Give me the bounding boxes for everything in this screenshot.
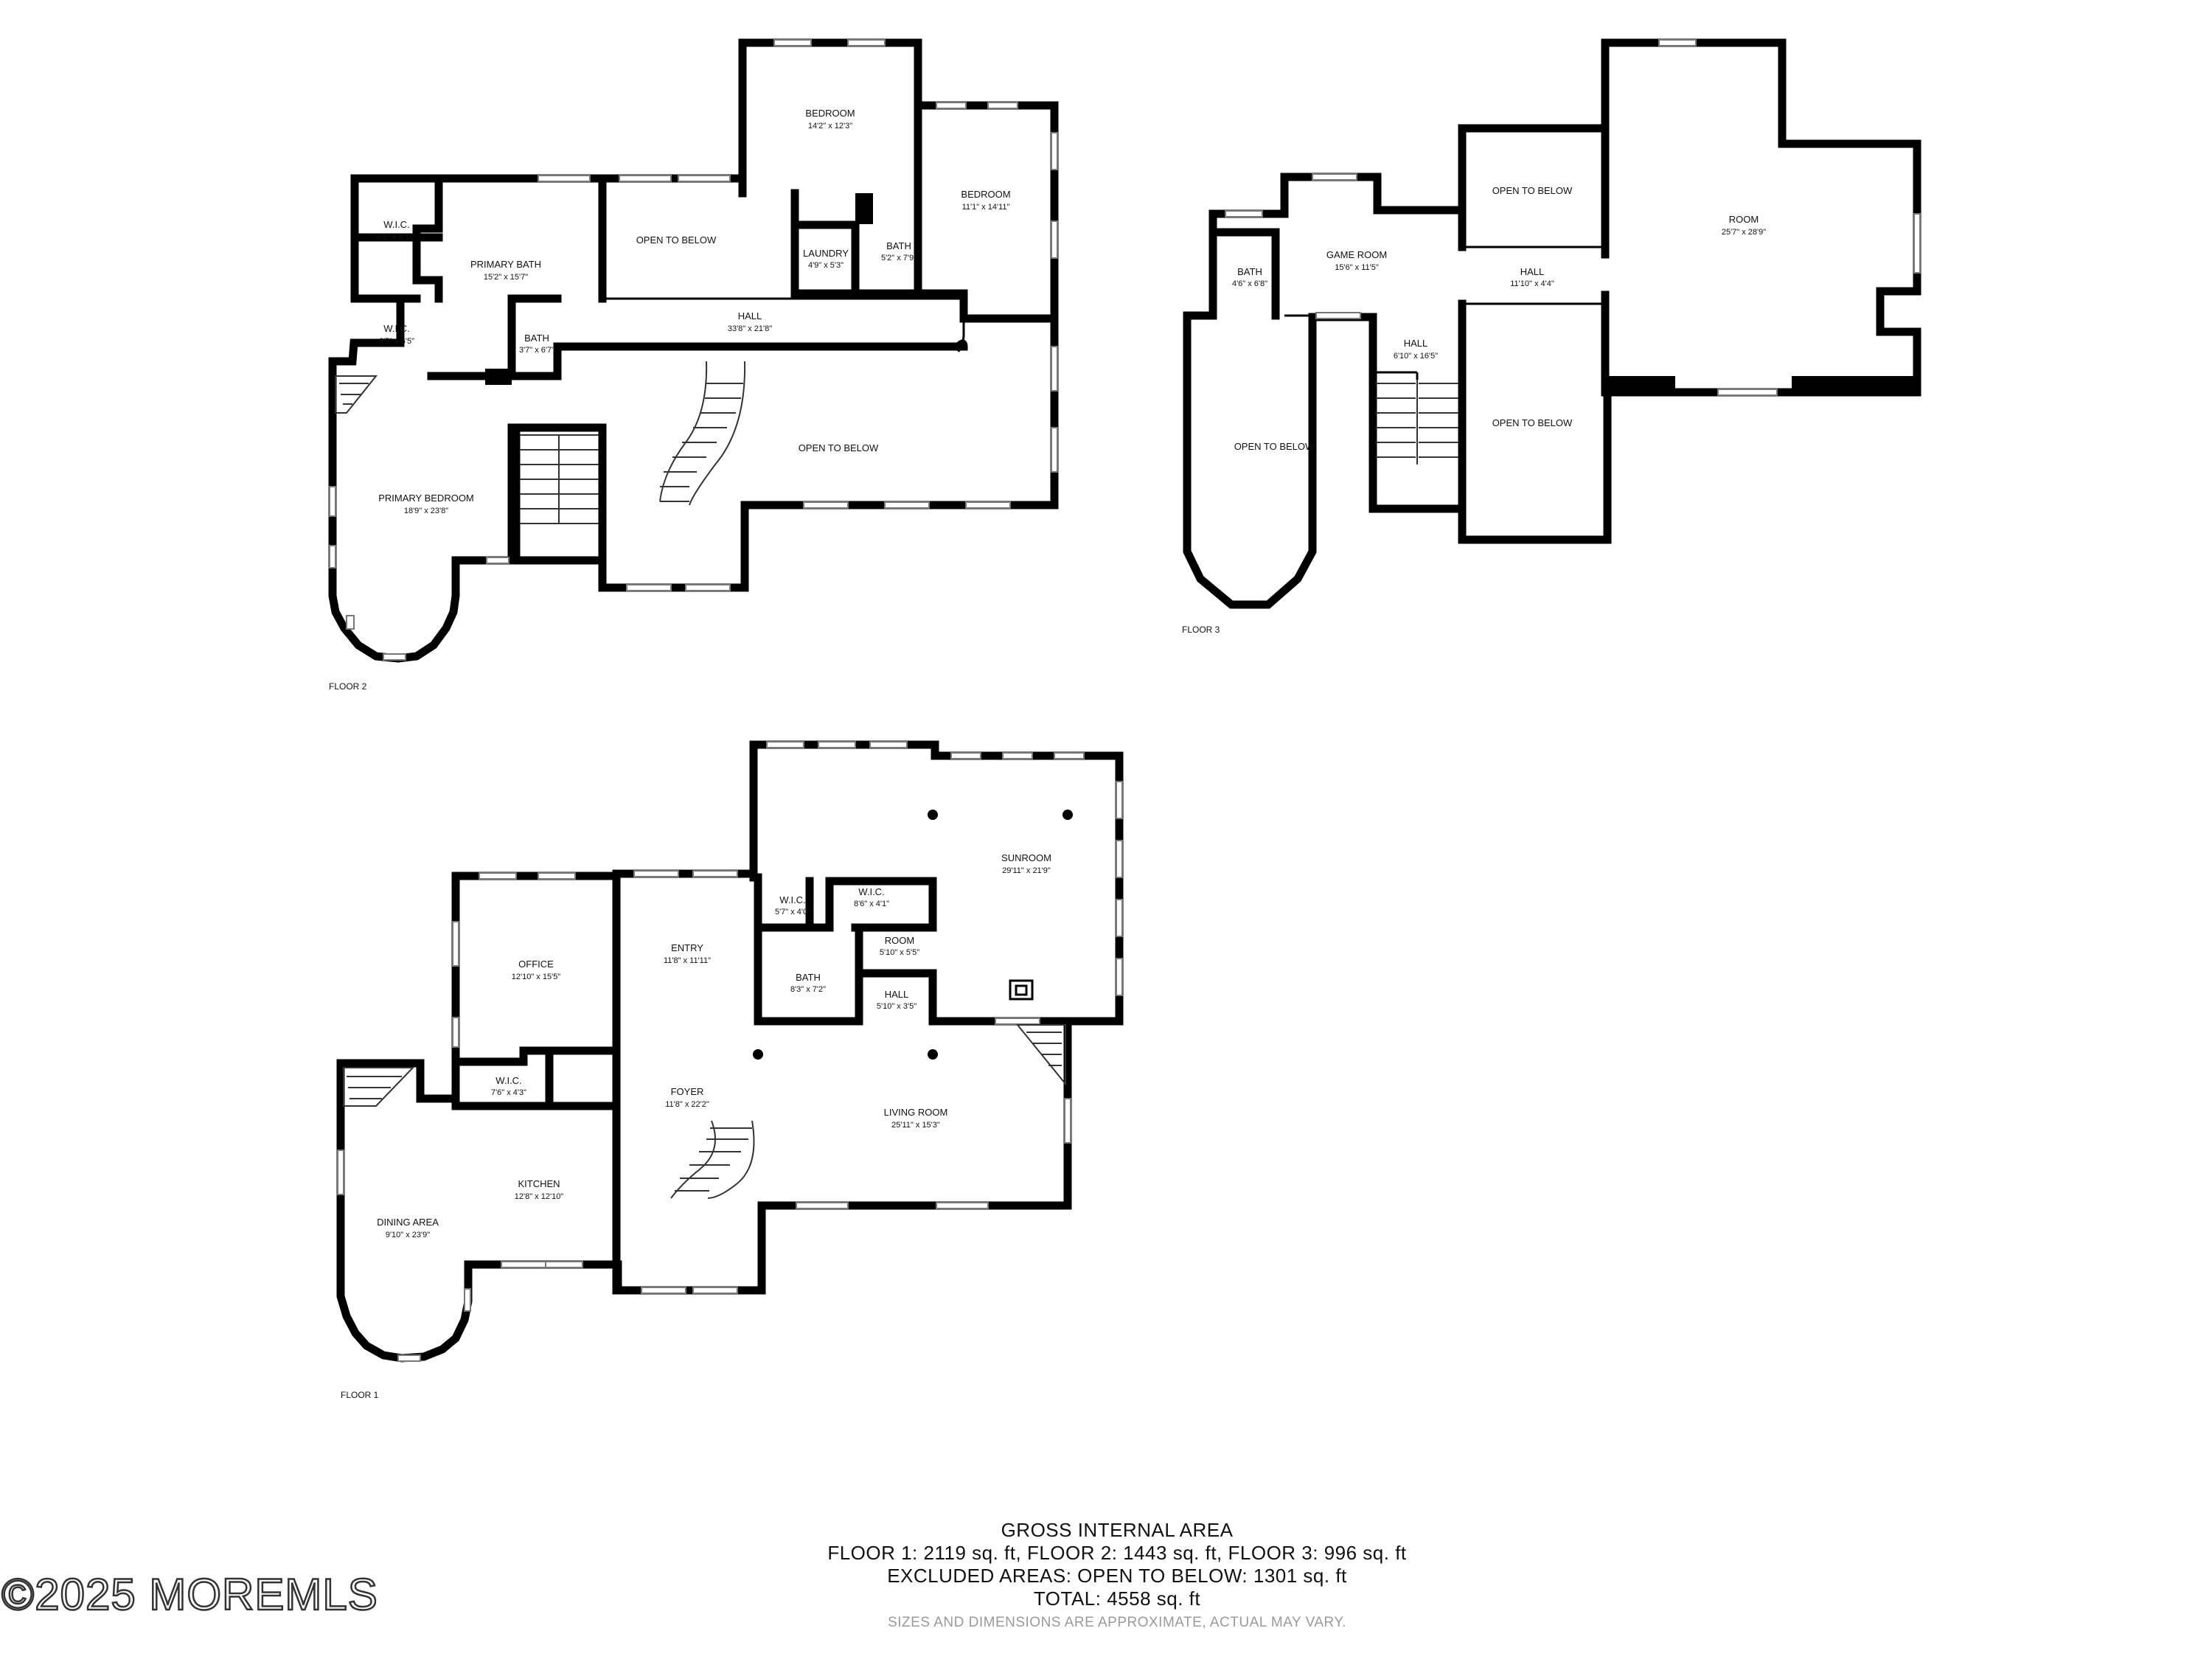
room-name: PRIMARY BEDROOM xyxy=(378,493,474,504)
room-name: BATH xyxy=(796,972,821,983)
floor-areas: FLOOR 1: 2119 sq. ft, FLOOR 2: 1443 sq. … xyxy=(827,1542,1407,1564)
summary-title: GROSS INTERNAL AREA xyxy=(1001,1519,1234,1541)
floor-label: FLOOR 2 xyxy=(329,681,367,692)
room-dimensions: 14'2" x 12'3" xyxy=(808,122,852,131)
room-dimensions: 5'10" x 3'5" xyxy=(877,1002,917,1011)
room-dimensions: 5'2" x 7'9" xyxy=(881,254,917,262)
room-dimensions: 7'6" x 4'3" xyxy=(491,1088,526,1097)
room-name: W.I.C. xyxy=(495,1075,521,1086)
room-name: HALL xyxy=(1404,338,1428,349)
room-name: BATH xyxy=(524,333,549,344)
excluded-areas: EXCLUDED AREAS: OPEN TO BELOW: 1301 sq. … xyxy=(887,1565,1347,1587)
floor-2-plan: BEDROOM 14'2" x 12'3" BEDROOM 11'1" x 14… xyxy=(328,38,1059,692)
room-dimensions: 6'5" x 6'5" xyxy=(379,337,414,346)
room-dimensions: 25'7" x 28'9" xyxy=(1722,228,1766,237)
floor-3-plan: OPEN TO BELOW ROOM 25'7" x 28'9" BATH 4'… xyxy=(1182,38,1921,635)
room-name: BEDROOM xyxy=(961,189,1010,200)
room-name: W.I.C. xyxy=(383,219,409,230)
room-name: DINING AREA xyxy=(377,1217,439,1228)
room-name: KITCHEN xyxy=(518,1178,560,1189)
room-name: SUNROOM xyxy=(1001,852,1051,863)
room-dimensions: 9'10" x 23'9" xyxy=(386,1231,430,1239)
room-name: ENTRY xyxy=(671,942,703,953)
area-summary: GROSS INTERNAL AREA FLOOR 1: 2119 sq. ft… xyxy=(0,1519,2212,1631)
room-dimensions: 15'2" x 15'7" xyxy=(484,273,528,282)
floor-label: FLOOR 3 xyxy=(1182,625,1220,635)
room-name: BATH xyxy=(886,240,911,251)
room-dimensions: 18'9" x 23'8" xyxy=(404,507,448,515)
room-name: PRIMARY BATH xyxy=(470,259,541,270)
room-name: HALL xyxy=(885,989,909,1000)
room-name: OPEN TO BELOW xyxy=(636,234,717,246)
room-name: BATH xyxy=(1237,266,1262,277)
room-dimensions: 12'8" x 12'10" xyxy=(515,1192,564,1201)
staircase xyxy=(343,1067,415,1107)
room-dimensions: 15'6" x 11'5" xyxy=(1335,263,1379,272)
room-dimensions: 25'11" x 15'3" xyxy=(891,1121,940,1130)
room-name: W.I.C. xyxy=(779,894,805,905)
room-dimensions: 11'8" x 11'11" xyxy=(664,956,711,965)
room-name: ROOM xyxy=(1729,214,1759,225)
room-name: ROOM xyxy=(885,935,914,946)
room-dimensions: 5'10" x 5'5" xyxy=(880,948,919,957)
room-dimensions: 3'7" x 6'7" xyxy=(519,346,554,355)
room-dimensions: 4'9" x 5'3" xyxy=(808,261,844,270)
room-dimensions: 29'11" x 21'9" xyxy=(1002,866,1051,875)
room-name: HALL xyxy=(738,310,762,321)
room-dimensions: 6'10" x 16'5" xyxy=(1394,352,1438,361)
room-name: LIVING ROOM xyxy=(884,1107,948,1118)
room-name: W.I.C. xyxy=(858,886,884,897)
room-dimensions: 11'8" x 22'2" xyxy=(665,1100,709,1109)
room-name: HALL xyxy=(1520,266,1545,277)
room-name: BEDROOM xyxy=(805,108,855,119)
staircase xyxy=(335,375,378,414)
staircase xyxy=(670,1120,755,1199)
room-dimensions: 8'6" x 4'1" xyxy=(854,900,889,908)
copyright-watermark: ©2025 MOREMLS xyxy=(1,1569,378,1621)
room-dimensions: 6'5" x 8'10" xyxy=(377,233,417,242)
room-name: W.I.C. xyxy=(383,323,409,334)
staircase xyxy=(1373,371,1464,472)
staircase xyxy=(659,361,746,506)
floor-label: FLOOR 1 xyxy=(341,1390,379,1400)
floor-1-plan: SUNROOM 29'11" x 21'9" W.I.C. 5'7" x 4'0… xyxy=(336,740,1124,1400)
room-dimensions: 8'3" x 7'2" xyxy=(790,985,826,994)
room-dimensions: 4'6" x 6'8" xyxy=(1232,279,1267,288)
room-name: OPEN TO BELOW xyxy=(1492,417,1573,428)
room-dimensions: 11'1" x 14'11" xyxy=(962,203,1010,212)
room-name: OPEN TO BELOW xyxy=(1492,185,1573,196)
room-dimensions: 33'8" x 21'8" xyxy=(728,324,772,333)
total-area: TOTAL: 4558 sq. ft xyxy=(1033,1587,1201,1610)
staircase xyxy=(1015,1024,1066,1086)
room-name: FOYER xyxy=(671,1086,704,1097)
disclaimer-note: SIZES AND DIMENSIONS ARE APPROXIMATE, AC… xyxy=(888,1615,1346,1630)
room-dimensions: 5'7" x 4'0" xyxy=(775,908,810,917)
room-name: OPEN TO BELOW xyxy=(1234,441,1315,452)
room-name: OFFICE xyxy=(518,959,554,970)
room-name: GAME ROOM xyxy=(1326,249,1387,260)
room-name: OPEN TO BELOW xyxy=(799,442,879,453)
room-name: LAUNDRY xyxy=(803,248,849,259)
room-dimensions: 12'10" x 15'5" xyxy=(512,973,561,981)
room-dimensions: 11'10" x 4'4" xyxy=(1510,279,1554,288)
staircase xyxy=(520,434,599,524)
